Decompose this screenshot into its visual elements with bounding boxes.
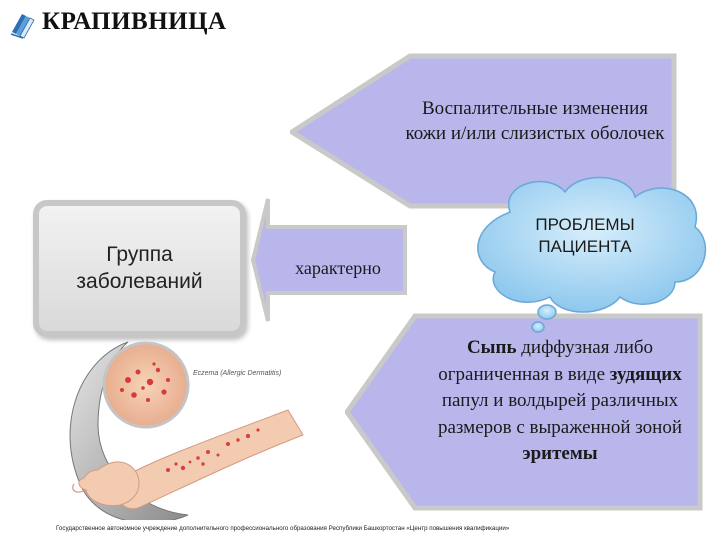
- book-logo-icon: [10, 14, 35, 39]
- top-arrow-shape: [290, 53, 677, 209]
- disease-group-box: Группа заболеваний: [33, 200, 246, 337]
- itchy-word: зудящих: [609, 363, 682, 385]
- footer-institution: Государственное автономное учреждение до…: [56, 525, 510, 532]
- middle-arrow-text: характерно: [295, 258, 381, 278]
- eczema-arm-illustration: Eczema (Allergic Dermatitis): [69, 341, 304, 520]
- middle-arrow-shape: [250, 198, 407, 322]
- disease-group-label: Группа заболеваний: [76, 243, 203, 293]
- bottom-arrow-text: Сыпь диффузная либо ограниченная в виде …: [420, 335, 700, 468]
- top-arrow-text: Воспалительные изменения кожи и/или слиз…: [405, 98, 665, 145]
- rash-description-2: папул и волдырей различных размеров с вы…: [438, 390, 682, 438]
- page-title: КРАПИВНИЦА: [42, 8, 227, 35]
- thought-cloud-shape: [477, 176, 706, 333]
- inset-label: Eczema (Allergic Dermatitis): [193, 370, 281, 377]
- rash-description-1: диффузная либо ограниченная в виде: [438, 337, 654, 385]
- erythema-word: эритемы: [522, 443, 598, 465]
- rash-word: Сыпь: [466, 337, 517, 358]
- bottom-arrow-shape: [345, 313, 703, 511]
- patient-problems-text: ПРОБЛЕМЫ ПАЦИЕНТА: [535, 215, 635, 257]
